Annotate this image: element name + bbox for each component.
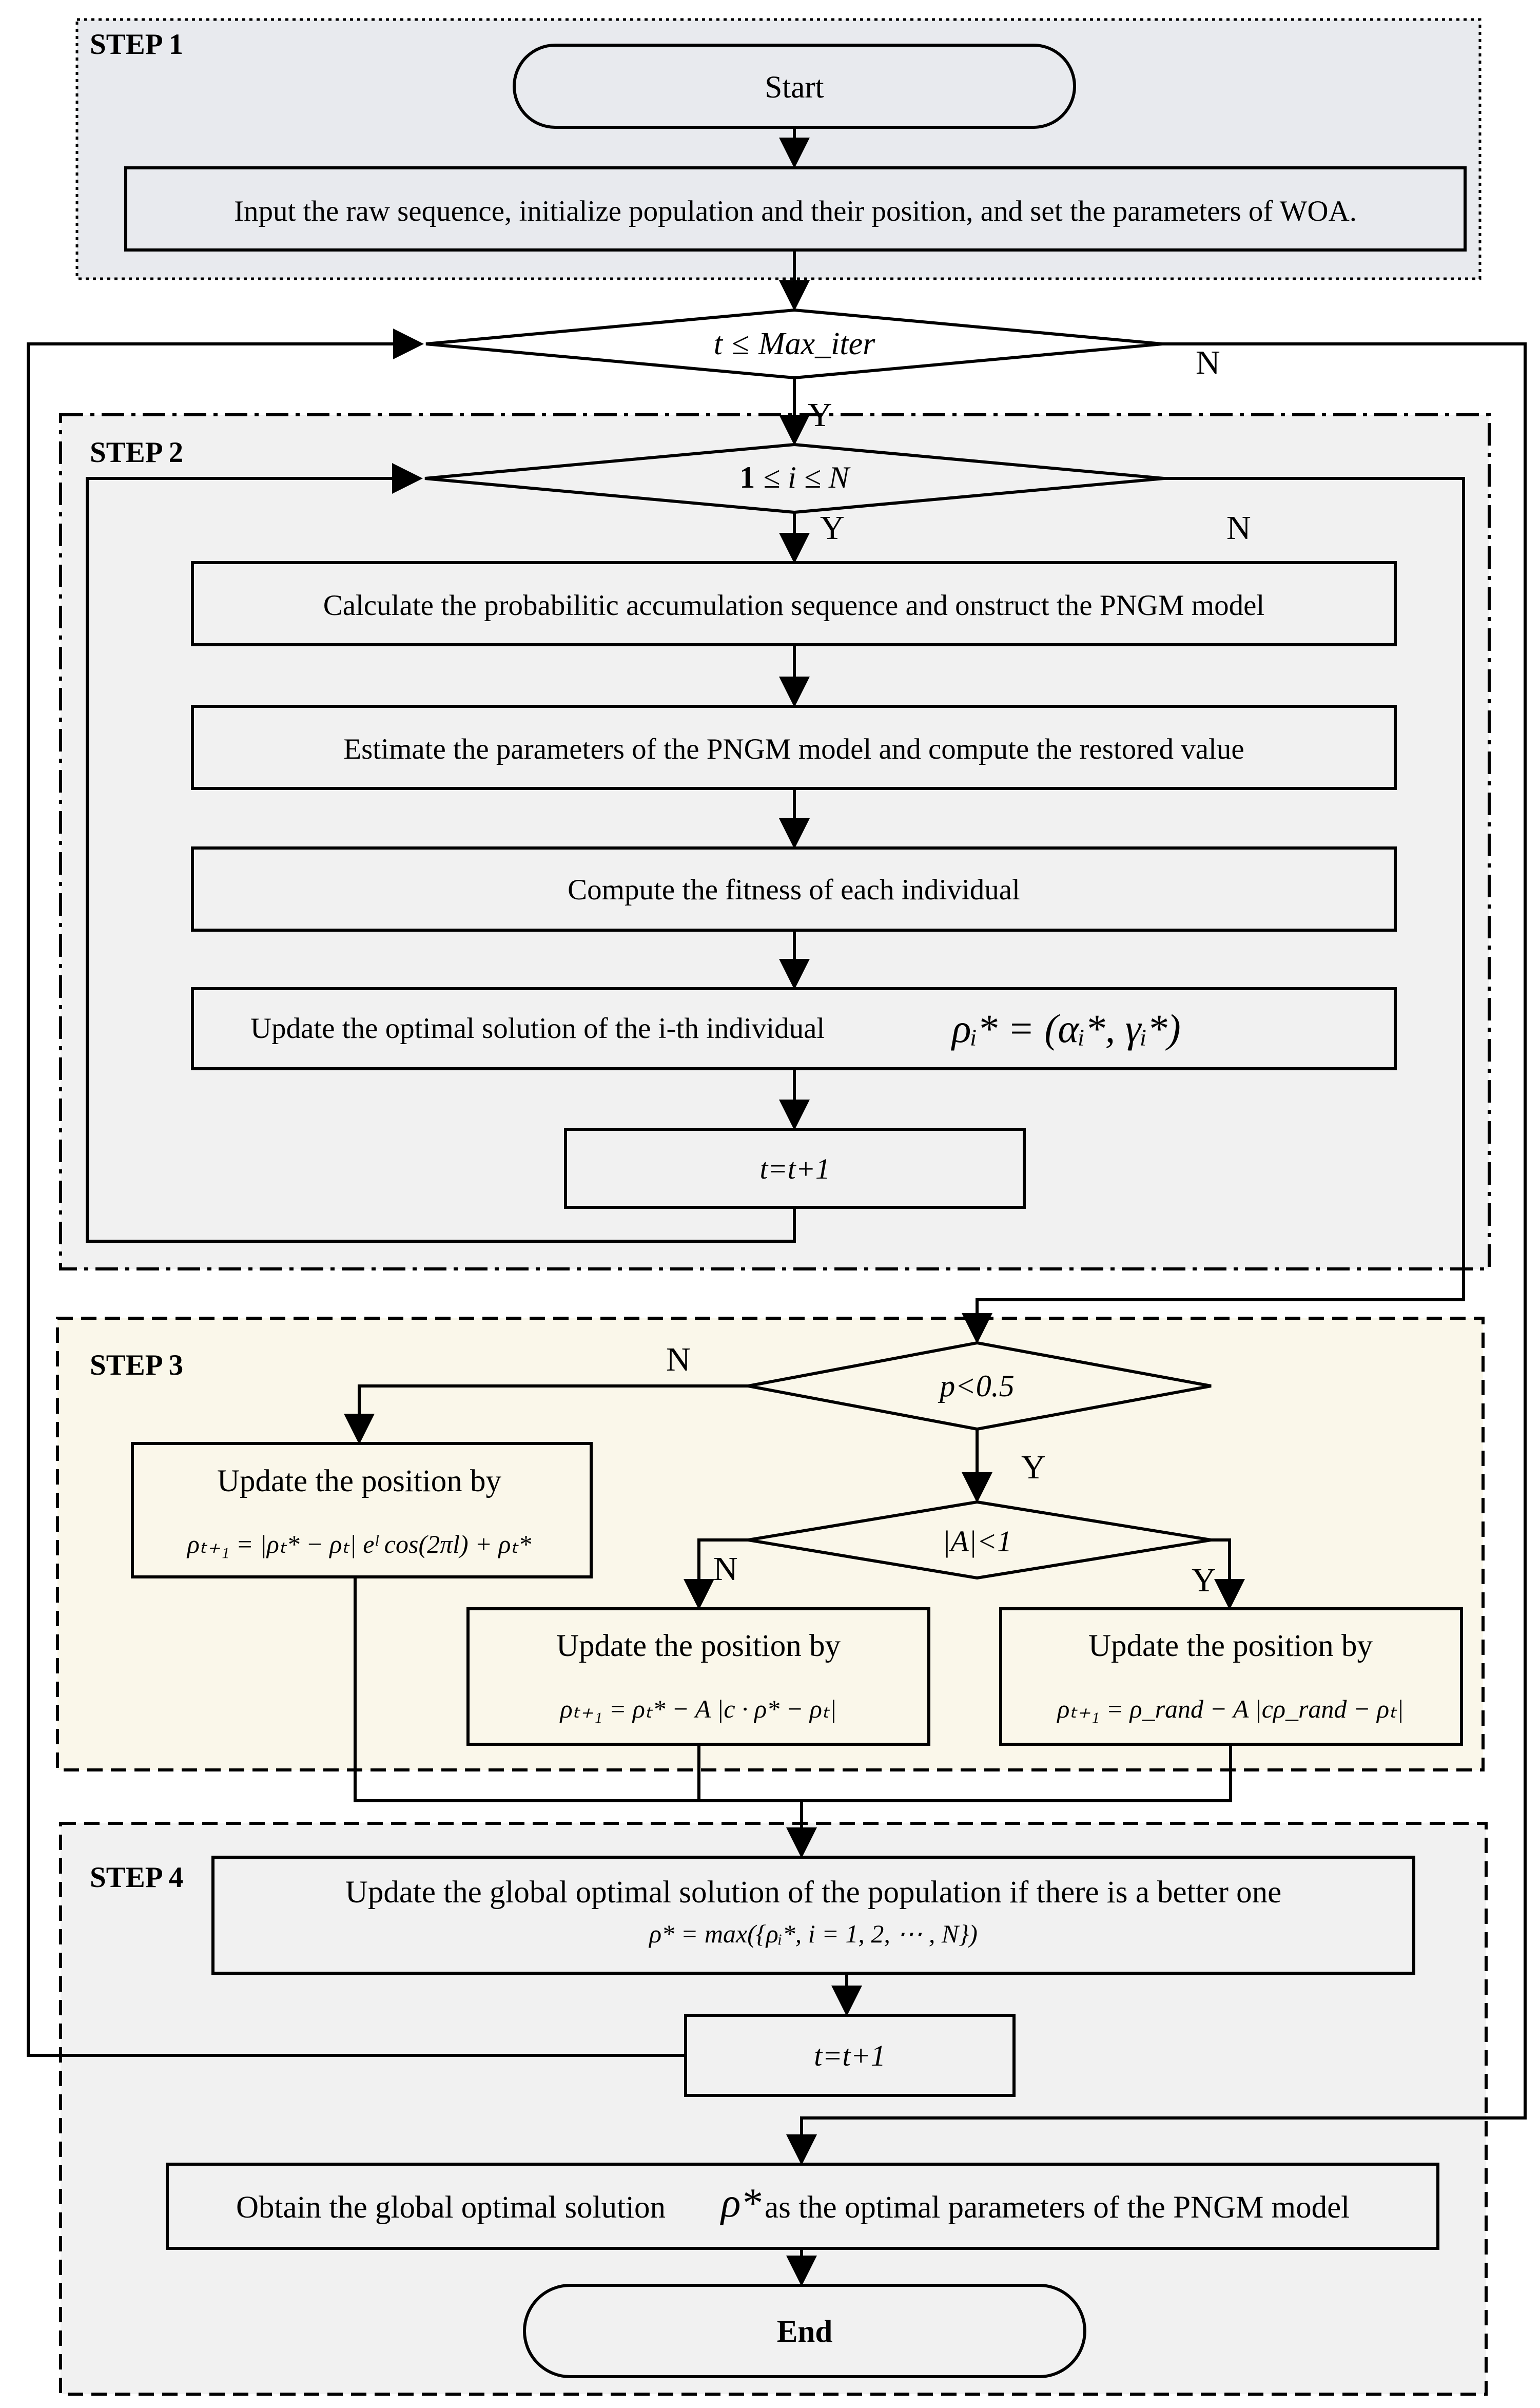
merge-left-line [354, 1577, 802, 1802]
step4-label: STEP 4 [90, 1861, 183, 1894]
a-yes-line [1211, 1538, 1245, 1610]
end-text: End [777, 2315, 833, 2349]
upd-left-box [131, 1442, 593, 1578]
upd-right-title: Update the position by [1088, 1629, 1373, 1663]
p-yes-label: Y [1021, 1449, 1046, 1486]
upd-left-title: Update the position by [217, 1464, 502, 1498]
outer-loop-back-line [27, 329, 686, 2057]
step2-region [59, 413, 1491, 1270]
step4-region [59, 1822, 1488, 2396]
inner-no-label: N [1226, 509, 1251, 547]
p-condition-diamond [748, 1341, 1212, 1431]
upd-left-formula: ρₜ₊₁ = |ρₜ* − ρₜ| eˡ cos(2πl) + ρₜ* [186, 1530, 531, 1558]
input-text: Input the raw sequence, initialize popul… [234, 195, 1357, 227]
fitness-text: Compute the fitness of each individual [568, 874, 1020, 906]
a-condition-text: |A|<1 [942, 1525, 1011, 1558]
step2-label: STEP 2 [90, 436, 183, 469]
step1-label: STEP 1 [90, 28, 183, 61]
outer-yes-label: Y [808, 396, 832, 434]
a-no-label: N [713, 1550, 738, 1588]
p-no-line [344, 1384, 748, 1444]
global-update-formula: ρ* = max({ρᵢ*, i = 1, 2, ⋯ , N}) [648, 1919, 978, 1948]
p-condition-text: p<0.5 [938, 1369, 1015, 1403]
outer-no-label: N [1196, 344, 1220, 381]
p-no-label: N [666, 1341, 691, 1378]
upd-right-formula: ρₜ₊₁ = ρ_rand − A |cρ_rand − ρₜ| [1056, 1694, 1403, 1723]
a-no-line [684, 1538, 748, 1610]
outer-exit-line [786, 342, 1527, 2165]
inner-condition-text: 1 ≤ i ≤ N [739, 460, 851, 494]
estimate-text: Estimate the parameters of the PNGM mode… [343, 733, 1244, 765]
step3-label: STEP 3 [90, 1349, 183, 1381]
outer-condition-text: t ≤ Max_iter [714, 326, 875, 361]
update-opt-text: Update the optimal solution of the i-th … [250, 1012, 825, 1045]
obtain-text-post: as the optimal parameters of the PNGM mo… [765, 2190, 1350, 2225]
obtain-text-pre: Obtain the global optimal solution [236, 2190, 666, 2225]
a-yes-label: Y [1192, 1562, 1216, 1599]
t-incr-inner-text: t=t+1 [759, 1153, 830, 1185]
inner-loop-back-line [86, 463, 796, 1243]
upd-mid-formula: ρₜ₊₁ = ρₜ* − A |c · ρ* − ρₜ| [559, 1694, 837, 1723]
step1-region [75, 18, 1481, 280]
upd-mid-title: Update the position by [556, 1629, 841, 1663]
obtain-rho: ρ* [719, 2181, 761, 2226]
inner-exit-line [962, 477, 1465, 1344]
inner-yes-label: Y [820, 509, 845, 547]
end-node [523, 2284, 1086, 2378]
global-update-text: Update the global optimal solution of th… [345, 1875, 1281, 1910]
merge-right-line [802, 1744, 1232, 1802]
t-incr-outer-text: t=t+1 [814, 2039, 886, 2072]
global-update-box [211, 1856, 1415, 1975]
calc-text: Calculate the probabilitic accumulation … [323, 589, 1265, 622]
start-text: Start [765, 70, 824, 105]
update-opt-formula: ρᵢ* = (αᵢ*, γᵢ*) [951, 1006, 1181, 1051]
